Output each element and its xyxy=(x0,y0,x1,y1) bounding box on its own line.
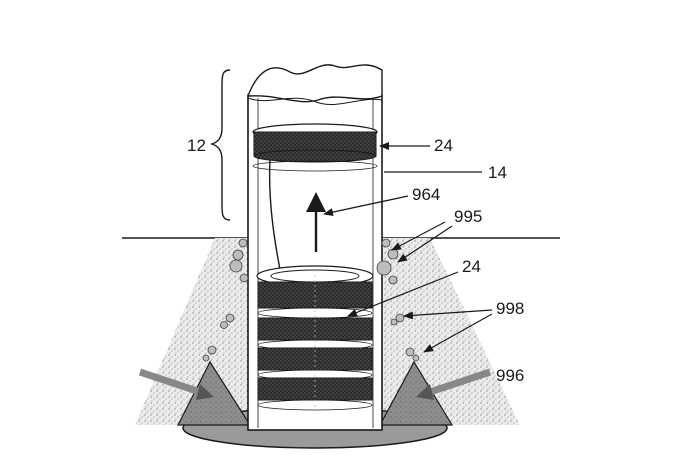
leader-995-b xyxy=(397,225,453,263)
label-964: 964 xyxy=(412,185,440,204)
label-995: 995 xyxy=(454,207,482,226)
leader-998-b xyxy=(423,313,493,353)
bracket-12 xyxy=(209,69,231,221)
left-flow-arrow xyxy=(138,368,202,396)
label-12: 12 xyxy=(187,136,206,155)
tether-line xyxy=(268,159,283,281)
leader-995-a xyxy=(391,221,446,251)
leader-998-a xyxy=(403,309,493,320)
tube-torn-top xyxy=(246,64,383,103)
label-24-top: 24 xyxy=(434,136,453,155)
label-996: 996 xyxy=(496,366,524,385)
right-flow-arrow xyxy=(428,368,492,396)
bubbles-left xyxy=(202,238,249,362)
label-14: 14 xyxy=(488,163,507,182)
bubbles-right xyxy=(376,238,420,362)
left-flow-arrowhead xyxy=(196,384,214,400)
leader-964 xyxy=(323,195,409,217)
disc-stack xyxy=(256,265,374,411)
right-flow-arrowhead xyxy=(416,384,434,400)
label-24-bottom: 24 xyxy=(462,257,481,276)
label-998: 998 xyxy=(496,299,524,318)
leader-24-bottom xyxy=(347,271,459,317)
